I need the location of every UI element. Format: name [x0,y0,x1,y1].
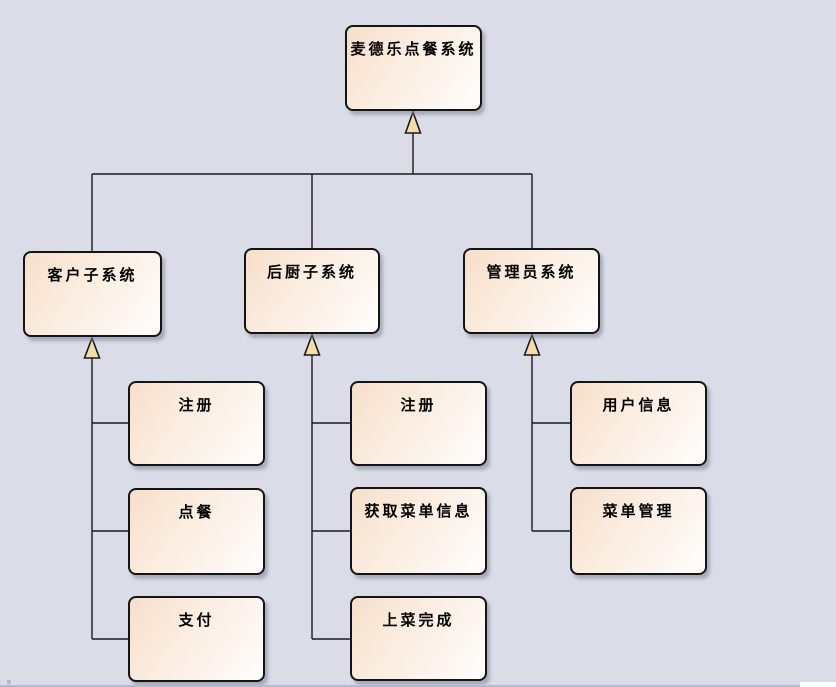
node-kitchen-register[interactable]: 注册 [350,381,487,466]
node-customer-pay[interactable]: 支付 [128,596,265,682]
node-admin-menu-management[interactable]: 菜单管理 [570,487,707,575]
node-customer-register[interactable]: 注册 [128,381,265,466]
node-root-system[interactable]: 麦德乐点餐系统 [345,25,482,111]
grip-dot [7,680,11,684]
node-kitchen-subsystem[interactable]: 后厨子系统 [244,248,380,334]
node-kitchen-get-menu-info[interactable]: 获取菜单信息 [350,487,487,575]
node-admin-user-info[interactable]: 用户信息 [570,381,707,466]
node-admin-subsystem[interactable]: 管理员系统 [463,248,600,334]
canvas-bottom-edge [0,685,806,687]
generalization-arrow-admin-icon [523,332,541,356]
node-kitchen-serve-done[interactable]: 上菜完成 [350,596,487,681]
generalization-arrow-kitchen-icon [303,332,321,356]
generalization-arrow-customer-icon [83,335,101,359]
node-customer-subsystem[interactable]: 客户子系统 [23,251,162,337]
generalization-arrow-root-icon [404,109,422,134]
node-customer-order[interactable]: 点餐 [128,488,265,575]
scrollbar-corner [800,682,836,687]
